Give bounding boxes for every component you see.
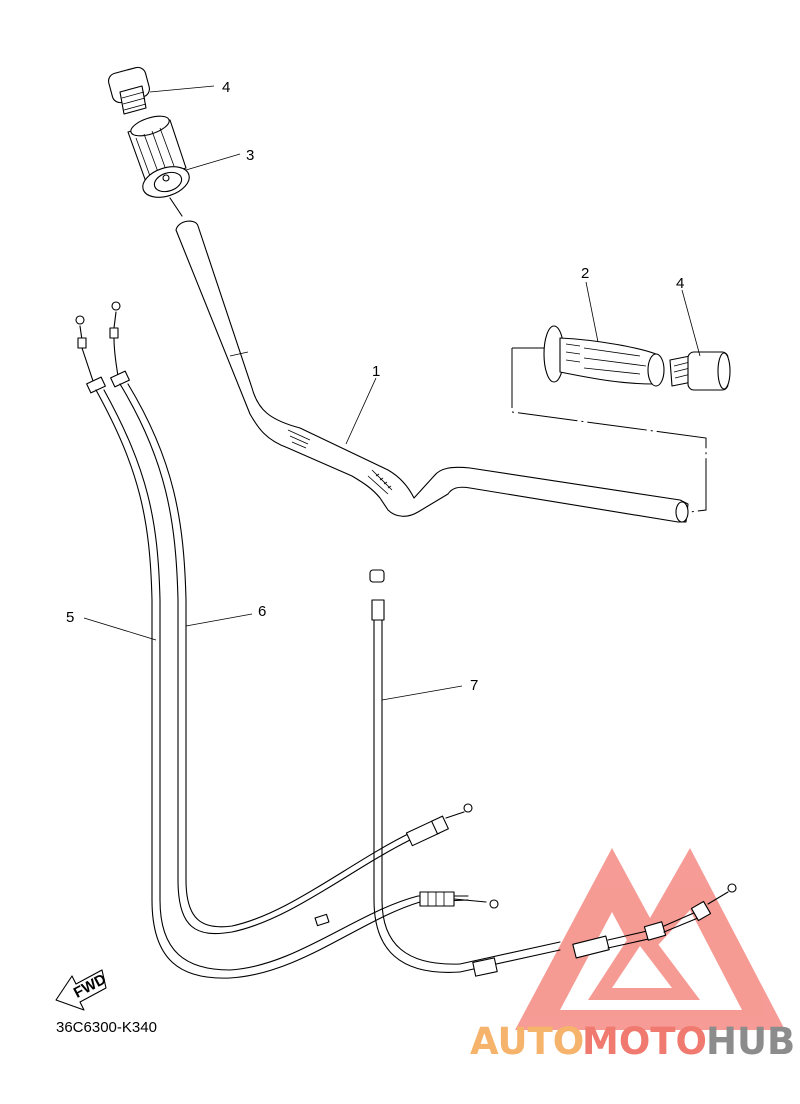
- clutch-cable: [369, 569, 737, 977]
- dashed-guide: [511, 347, 707, 513]
- watermark-text-moto: MOTO: [582, 1020, 707, 1063]
- forward-arrow: FWD: [55, 969, 109, 1011]
- watermark-text: AUTO MOTO HUB: [470, 1020, 795, 1063]
- callout-3: 3: [246, 147, 254, 164]
- bar-end-weight-left: [108, 66, 150, 115]
- watermark-text-hub: HUB: [706, 1020, 795, 1063]
- throttle-grip: [127, 115, 190, 217]
- callout-1: 1: [372, 363, 380, 380]
- callout-6: 6: [258, 603, 266, 620]
- callout-5: 5: [66, 609, 74, 626]
- handlebar: [175, 220, 689, 523]
- callout-4-left: 4: [222, 79, 230, 96]
- bar-end-weight-right: [669, 351, 731, 391]
- callout-2: 2: [581, 265, 589, 282]
- callout-4-right: 4: [676, 275, 684, 292]
- watermark-text-auto: AUTO: [470, 1020, 584, 1063]
- handlebar-grip-right: [543, 325, 665, 387]
- throttle-cables: [75, 301, 499, 979]
- callout-labels: 4 3 2 4 1 5 6 7: [66, 79, 684, 694]
- diagram-code: 36C6300-K340: [56, 1019, 157, 1036]
- callout-7: 7: [470, 677, 478, 694]
- leader-lines: [83, 85, 701, 701]
